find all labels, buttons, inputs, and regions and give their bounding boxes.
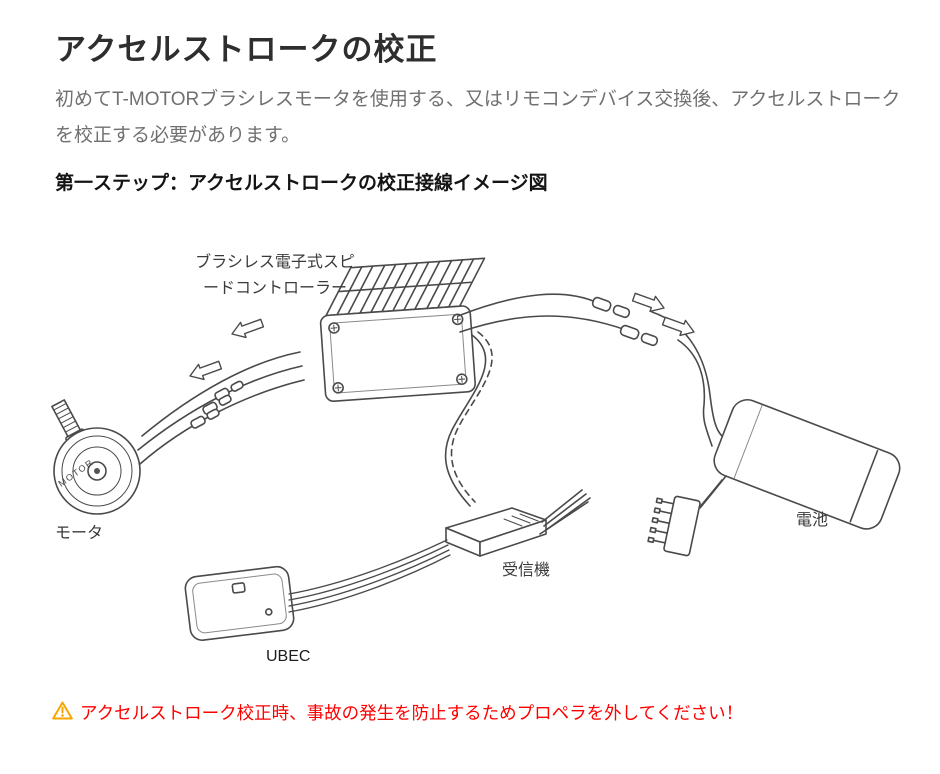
arrow-icons-left: [189, 318, 265, 381]
receiver-label: 受信機: [502, 562, 551, 579]
receiver-body: [445, 489, 591, 557]
signal-cable: [444, 331, 493, 507]
ubec-label: UBEC: [266, 648, 311, 665]
esc-label-line1: ブラシレス電子式スピ: [195, 254, 355, 271]
bullet-connectors-battery: [591, 296, 659, 347]
ubec-ribbon-cable: [288, 539, 451, 613]
intro-paragraph: 初めてT-MOTORブラシレスモータを使用する、又はリモコンデバイス交換後、アク…: [55, 89, 901, 147]
warning-text: アクセルストローク校正時、事故の発生を防止するためプロペラを外してください！: [80, 703, 744, 723]
battery-body: [713, 398, 901, 530]
esc-body: [319, 257, 486, 402]
battery-pin-connector: [647, 495, 701, 557]
ubec-body: [184, 565, 295, 641]
motor-label: モータ: [55, 525, 104, 542]
battery-label: 電池: [796, 512, 829, 529]
esc-label: ブラシレス電子式スピ ードコントローラー: [165, 250, 385, 301]
step-heading: 第一ステップ：アクセルストロークの校正接線イメージ図: [55, 173, 548, 194]
power-wires-right: [457, 293, 723, 447]
esc-label-line2: ードコントローラー: [202, 279, 347, 297]
warning-banner: アクセルストローク校正時、事故の発生を防止するためプロペラを外してください！: [52, 700, 743, 725]
warning-triangle-icon: [52, 701, 73, 725]
page-title: アクセルストロークの校正: [55, 32, 438, 67]
bullet-connectors-motor: [190, 380, 244, 429]
arrow-icons-right: [631, 292, 695, 337]
motor-body: MOTOR: [51, 399, 141, 515]
